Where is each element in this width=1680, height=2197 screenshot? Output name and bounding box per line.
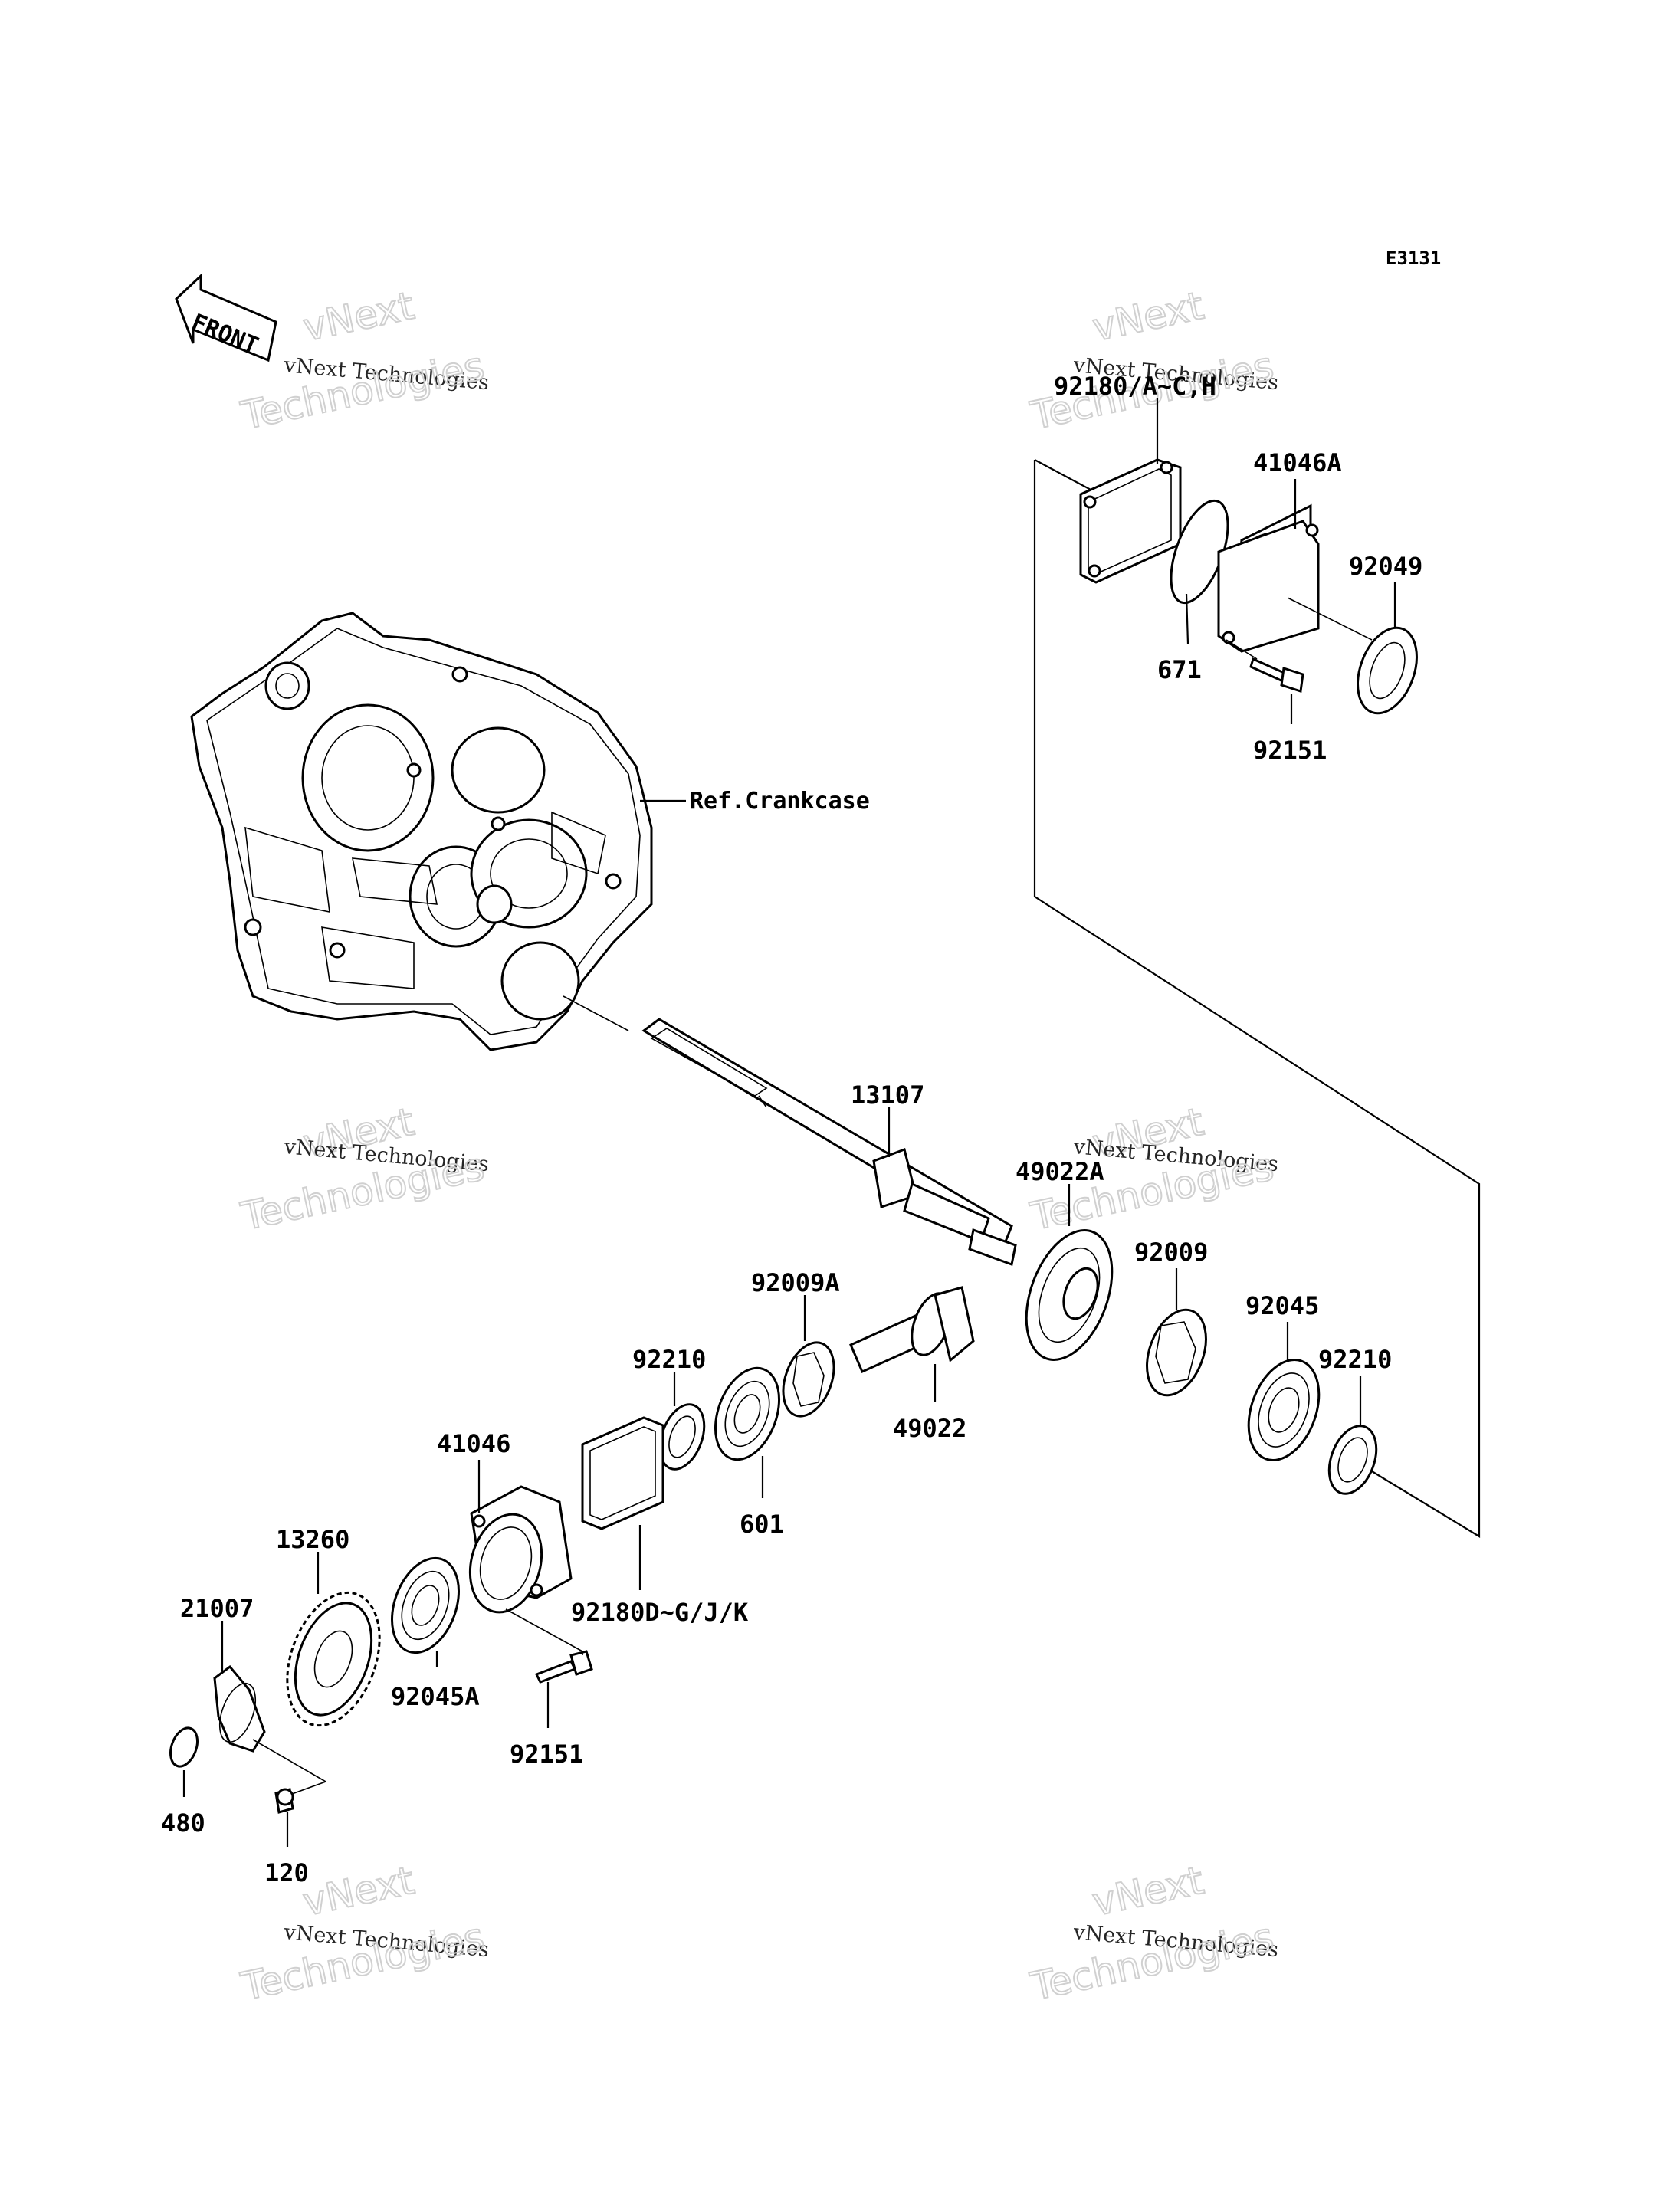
bearing-601 [714, 1366, 781, 1461]
diagram-code: E3131 [1386, 248, 1441, 269]
bolt-92151-top [1249, 657, 1304, 693]
label-92151-top: 92151 [1253, 736, 1327, 765]
watermark-mid-left: vNext vNext Technologies Technologies [236, 1099, 490, 1240]
label-92045: 92045 [1245, 1291, 1319, 1320]
sensor-plate-21007 [213, 1664, 266, 1753]
bearing-housing-41046a [1217, 503, 1320, 653]
label-13107: 13107 [851, 1080, 924, 1110]
shaft-13107 [641, 1018, 1017, 1267]
label-601: 601 [740, 1510, 784, 1539]
label-92009: 92009 [1134, 1238, 1208, 1267]
front-arrow-icon: FRONT [175, 273, 277, 362]
label-92151-bottom: 92151 [510, 1740, 583, 1769]
circlip-480 [169, 1726, 199, 1768]
ref-crankcase-label: Ref.Crankcase [690, 788, 870, 815]
label-41046: 41046 [437, 1429, 510, 1458]
shim-92009 [1146, 1308, 1207, 1397]
seal-92210-right [1327, 1425, 1378, 1495]
screw-120 [274, 1788, 294, 1814]
ring-gear-49022a [1025, 1229, 1114, 1361]
label-92049: 92049 [1349, 552, 1422, 581]
gasket-top [1079, 458, 1182, 584]
label-92210-right: 92210 [1318, 1345, 1392, 1374]
bearing-housing-41046 [468, 1485, 573, 1614]
pinion-49022 [849, 1286, 975, 1373]
crankcase-drawing [190, 612, 653, 1051]
label-92210-left: 92210 [632, 1345, 706, 1374]
label-120: 120 [264, 1858, 309, 1887]
label-92045a: 92045A [391, 1682, 480, 1711]
label-92009a: 92009A [751, 1268, 840, 1297]
gasket-bottom [581, 1416, 664, 1530]
gear-13260 [286, 1591, 381, 1727]
label-13260: 13260 [276, 1525, 349, 1554]
label-480: 480 [161, 1808, 205, 1838]
svg-text:vNext: vNext [299, 1858, 418, 1925]
oil-seal-92049 [1357, 626, 1418, 715]
svg-text:vNext: vNext [1088, 284, 1207, 350]
watermark-bottom-right: vNext vNext Technologies Technologies [1025, 1858, 1279, 2010]
svg-text:Technologies: Technologies [237, 343, 487, 438]
shim-92009a [782, 1341, 835, 1418]
bearing-92045 [1247, 1359, 1321, 1461]
label-92180dk: 92180D~G/J/K [571, 1598, 749, 1627]
bearing-92045a [391, 1556, 460, 1654]
bolt-92151-bottom [534, 1650, 593, 1684]
label-49022a: 49022A [1016, 1157, 1104, 1186]
label-49022: 49022 [893, 1414, 966, 1443]
svg-text:vNext: vNext [1088, 1858, 1207, 1925]
label-21007: 21007 [180, 1594, 254, 1623]
watermark-top-left: vNext vNext Technologies Technologies [236, 283, 490, 439]
label-671: 671 [1157, 655, 1202, 684]
label-92180ac: 92180/A~C,H [1054, 372, 1216, 401]
label-41046a: 41046A [1253, 448, 1342, 477]
watermark-top-right: vNext vNext Technologies Technologies [1025, 283, 1279, 439]
svg-text:vNext: vNext [299, 284, 418, 350]
